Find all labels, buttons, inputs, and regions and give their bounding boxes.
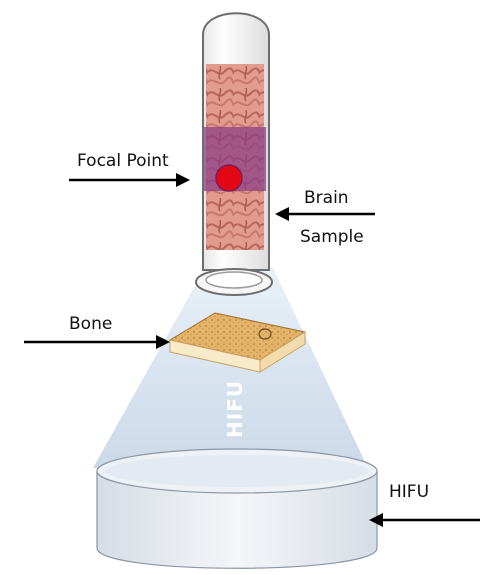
hifu-side-label: HIFU [389,482,429,502]
arrow-right-icon [24,335,170,349]
focal-point-label: Focal Point [77,151,169,171]
focal-point-marker [216,165,242,191]
ultrasound-beam [93,268,368,468]
bone-label: Bone [69,314,112,334]
brain-label-line2: Sample [300,227,364,247]
arrow-right-icon [69,173,190,187]
hifu-beam-label: HIFU [223,380,247,438]
brain-label-line1: Brain [304,188,349,208]
arrow-left-icon [369,513,480,527]
arrow-left-icon [275,207,375,221]
hifu-transducer [97,449,377,568]
test-tube [196,13,272,295]
